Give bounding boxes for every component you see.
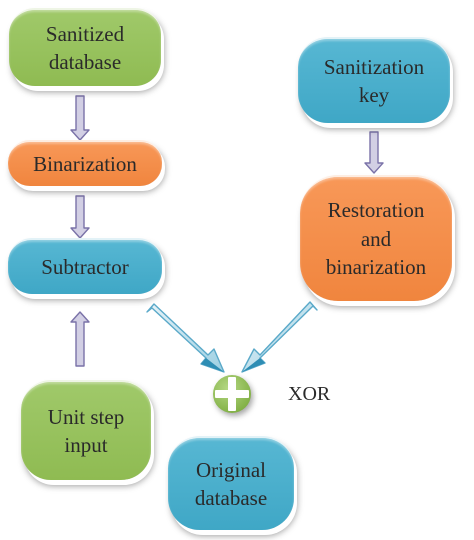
arrow-key-to-restoration bbox=[364, 131, 384, 174]
node-label-line: Sanitized bbox=[45, 21, 125, 46]
node-label-line: Unit step bbox=[47, 404, 125, 429]
node-label-line: Restoration bbox=[327, 198, 425, 223]
arrow-binarization-to-subtractor bbox=[70, 195, 90, 239]
node-sanitization-key: Sanitization key bbox=[298, 37, 450, 123]
arrow-subtractor-to-xor bbox=[146, 303, 225, 373]
node-label-line: binarization bbox=[325, 255, 427, 280]
xor-label: XOR bbox=[288, 383, 331, 405]
node-label-line: database bbox=[194, 486, 268, 510]
node-label-line: key bbox=[358, 83, 390, 107]
node-label-line: Subtractor bbox=[41, 254, 129, 279]
arrow-sanitized-to-binarization bbox=[70, 95, 90, 141]
node-label-line: Original bbox=[196, 457, 266, 482]
node-label-line: Binarization bbox=[33, 151, 137, 176]
node-subtractor: Subtractor bbox=[8, 238, 162, 294]
node-original-database: Original database bbox=[168, 436, 294, 530]
node-binarization: Binarization bbox=[8, 140, 162, 186]
node-label-line: Sanitization bbox=[323, 54, 425, 79]
node-label-line: input bbox=[64, 433, 108, 457]
node-restoration-binarization: Restoration and binarization bbox=[300, 175, 452, 301]
arrow-restoration-to-xor bbox=[241, 301, 318, 373]
node-label-line: and bbox=[360, 226, 392, 251]
node-unit-step-input: Unit step input bbox=[21, 380, 151, 480]
xor-symbol-icon bbox=[213, 375, 253, 416]
node-sanitized-database: Sanitized database bbox=[9, 8, 161, 86]
node-label-line: database bbox=[48, 50, 122, 74]
arrow-unitstep-to-subtractor bbox=[70, 311, 90, 367]
